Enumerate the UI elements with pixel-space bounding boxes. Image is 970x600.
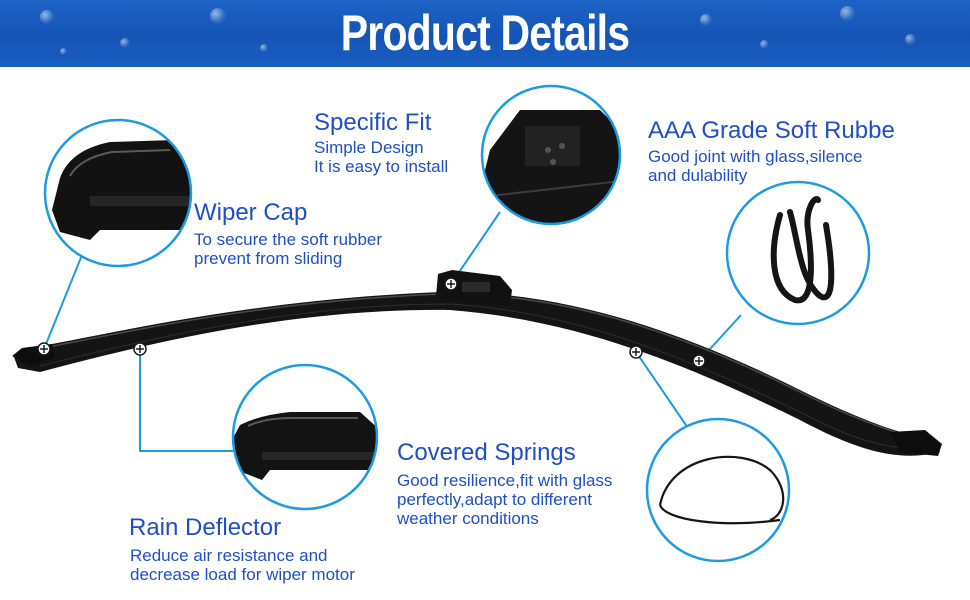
marker-dots <box>37 277 706 368</box>
callout-specific-fit <box>480 84 622 226</box>
specific-fit-line: Simple Design <box>314 138 424 157</box>
rubber-line: and dulability <box>648 166 748 185</box>
callout-covered-springs <box>645 417 791 563</box>
rubber-title: AAA Grade Soft Rubbe <box>648 117 895 144</box>
wiper-cap-line: prevent from sliding <box>194 249 343 268</box>
page-title: Product Details <box>340 5 630 61</box>
covered-springs-description: Good resilience,fit with glass perfectly… <box>397 471 612 528</box>
specific-fit-line: It is easy to install <box>314 157 449 176</box>
wiper-cap-title: Wiper Cap <box>194 199 308 226</box>
rubber-line: Good joint with glass,silence <box>648 147 863 166</box>
covered-springs-line: weather conditions <box>397 509 539 528</box>
callout-rubber <box>725 180 871 326</box>
wiper-cap-line: To secure the soft rubber <box>194 230 383 249</box>
rubber-description: Good joint with glass,silence and dulabi… <box>648 147 863 185</box>
covered-springs-line: perfectly,adapt to different <box>397 490 592 509</box>
covered-springs-title: Covered Springs <box>397 439 576 466</box>
callout-rain-deflector <box>231 363 379 511</box>
rain-deflector-title: Rain Deflector <box>129 514 282 541</box>
rain-deflector-line: decrease load for wiper motor <box>130 565 355 584</box>
wiper-cap-description: To secure the soft rubber prevent from s… <box>194 230 382 268</box>
specific-fit-title: Specific Fit <box>314 109 432 136</box>
rain-deflector-line: Reduce air resistance and <box>130 546 328 565</box>
rain-deflector-description: Reduce air resistance and decrease load … <box>130 546 355 584</box>
covered-springs-line: Good resilience,fit with glass <box>397 471 613 490</box>
callout-wiper-cap <box>43 118 193 268</box>
header-banner: Product Details <box>0 0 970 67</box>
specific-fit-description: Simple Design It is easy to install <box>314 138 448 176</box>
